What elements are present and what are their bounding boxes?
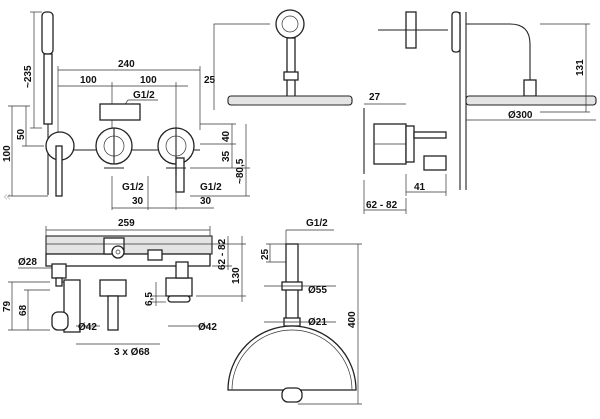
dim-25-bottom: 25 bbox=[260, 248, 271, 260]
dim-100-b: 100 bbox=[140, 75, 157, 86]
dim-50: 50 bbox=[16, 128, 27, 140]
dim-80-5: ~80,5 bbox=[235, 158, 246, 184]
dim-3x68: 3 x Ø68 bbox=[114, 347, 150, 358]
dim-42-a: Ø42 bbox=[78, 322, 97, 333]
dim-g12-bl: G1/2 bbox=[122, 182, 144, 193]
view-side: 131 27 Ø300 41 62 - 82 bbox=[363, 11, 597, 214]
dim-41: 41 bbox=[414, 182, 426, 193]
shower-arm bbox=[286, 37, 296, 99]
chevron-left-icon: « bbox=[2, 189, 12, 205]
shower-head-plate bbox=[227, 95, 353, 106]
dim-62-82-side: 62 - 82 bbox=[366, 200, 398, 211]
hand-shower-head bbox=[41, 11, 54, 55]
dim-68: 68 bbox=[18, 304, 29, 316]
dim-130: 130 bbox=[231, 267, 242, 284]
page-back-arrow[interactable]: « bbox=[0, 186, 14, 208]
view-front-mixer: ~235 240 100 100 25 G1/2 bbox=[2, 11, 250, 210]
dim-100-left: 100 bbox=[2, 145, 13, 162]
side-spout bbox=[423, 155, 447, 171]
handle-left bbox=[99, 279, 127, 297]
dim-g12-bottom: G1/2 bbox=[306, 218, 328, 229]
dim-6-5: 6,5 bbox=[144, 292, 155, 306]
dim-g12-br: G1/2 bbox=[200, 182, 222, 193]
dim-40: 40 bbox=[221, 130, 232, 142]
dim-27: 27 bbox=[369, 92, 381, 103]
dim-100-a: 100 bbox=[80, 75, 97, 86]
spout bbox=[175, 157, 185, 193]
dim-240: 240 bbox=[118, 59, 135, 70]
hand-shower-handle bbox=[43, 53, 53, 125]
view-shower-front: G1/2 25 Ø55 Ø21 400 bbox=[227, 218, 362, 405]
concealed-body bbox=[45, 235, 213, 255]
dim-30-a: 30 bbox=[132, 196, 144, 207]
dim-42-b: Ø42 bbox=[198, 322, 217, 333]
dim-28: Ø28 bbox=[18, 257, 37, 268]
dim-62-82-bottom: 62 - 82 bbox=[217, 238, 228, 270]
dim-235: ~235 bbox=[23, 65, 34, 88]
dim-30-b: 30 bbox=[200, 196, 212, 207]
dim-259: 259 bbox=[118, 218, 135, 229]
view-overhead-shower bbox=[213, 9, 353, 110]
lever-diverter bbox=[55, 145, 63, 197]
dim-25: 25 bbox=[204, 75, 216, 86]
round-shower-head bbox=[227, 325, 357, 391]
view-bottom-detail: 259 Ø28 79 68 6,5 bbox=[2, 218, 246, 358]
dim-300: Ø300 bbox=[508, 110, 533, 121]
dim-79: 79 bbox=[2, 300, 13, 312]
dim-400: 400 bbox=[347, 311, 358, 328]
dim-21: Ø21 bbox=[308, 317, 327, 328]
connection-box bbox=[99, 103, 141, 121]
side-shower-head bbox=[465, 95, 597, 106]
dim-131: 131 bbox=[575, 59, 586, 76]
handle-right bbox=[165, 277, 193, 297]
dim-35: 35 bbox=[221, 150, 232, 162]
dim-g12-top: G1/2 bbox=[133, 90, 155, 101]
shower-arm-rosette bbox=[275, 9, 305, 39]
dim-55: Ø55 bbox=[308, 285, 327, 296]
